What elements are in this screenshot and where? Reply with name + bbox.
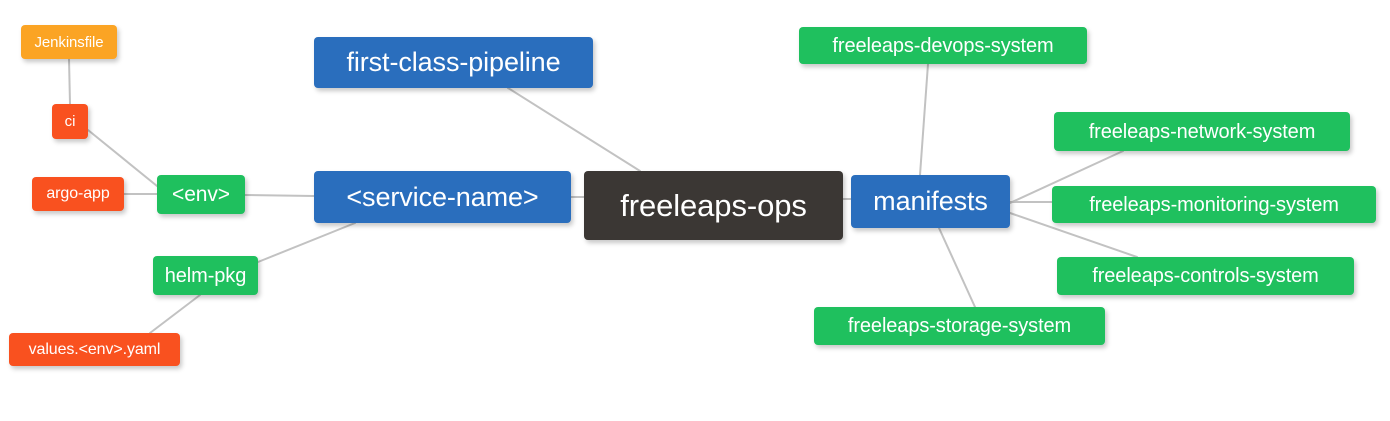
- mindmap-node-network[interactable]: freeleaps-network-system: [1054, 112, 1350, 151]
- mindmap-node-pipeline[interactable]: first-class-pipeline: [314, 37, 593, 88]
- mindmap-node-manifests[interactable]: manifests: [851, 175, 1010, 228]
- mindmap-node-ci[interactable]: ci: [52, 104, 88, 139]
- edge-pipeline-to-root: [507, 87, 641, 172]
- mindmap-node-monitoring[interactable]: freeleaps-monitoring-system: [1052, 186, 1376, 223]
- mindmap-node-helm-pkg[interactable]: helm-pkg: [153, 256, 258, 295]
- mindmap-node-storage[interactable]: freeleaps-storage-system: [814, 307, 1105, 345]
- edge-env-to-service-name: [244, 194, 315, 197]
- mindmap-node-argo-app[interactable]: argo-app: [32, 177, 124, 211]
- edge-helm-pkg-to-service-name: [257, 222, 356, 263]
- edge-jenkinsfile-to-ci: [68, 58, 71, 105]
- mindmap-node-env[interactable]: <env>: [157, 175, 245, 214]
- edge-manifests-to-storage: [938, 227, 976, 308]
- mindmap-node-devops[interactable]: freeleaps-devops-system: [799, 27, 1087, 64]
- edge-manifests-to-devops: [919, 63, 929, 176]
- mindmap-node-service-name[interactable]: <service-name>: [314, 171, 571, 223]
- mindmap-node-root[interactable]: freeleaps-ops: [584, 171, 843, 240]
- mindmap-node-jenkinsfile[interactable]: Jenkinsfile: [21, 25, 117, 59]
- mindmap-node-values-yaml[interactable]: values.<env>.yaml: [9, 333, 180, 366]
- mindmap-node-controls[interactable]: freeleaps-controls-system: [1057, 257, 1354, 295]
- edge-values-yaml-to-helm-pkg: [149, 294, 201, 334]
